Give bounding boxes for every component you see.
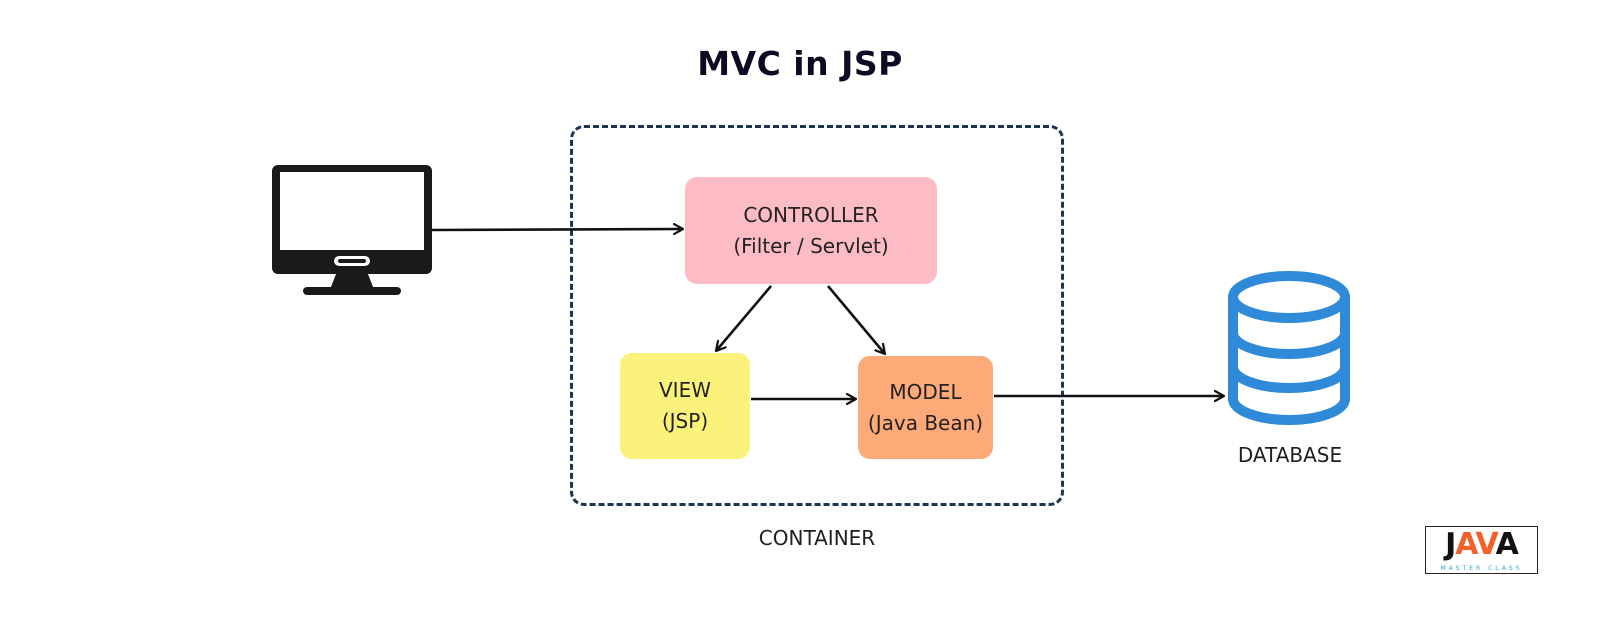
controller-node: CONTROLLER (Filter / Servlet) [685, 177, 937, 284]
container-label: CONTAINER [758, 526, 876, 550]
diagram-title: MVC in JSP [697, 44, 903, 83]
controller-subtitle: (Filter / Servlet) [733, 233, 889, 258]
database-icon [1228, 271, 1350, 425]
controller-title: CONTROLLER [743, 202, 879, 227]
model-subtitle: (Java Bean) [867, 410, 984, 435]
model-title: MODEL [889, 379, 962, 404]
view-node: VIEW (JSP) [620, 353, 750, 459]
container-boundary [570, 125, 1064, 506]
view-subtitle: (JSP) [661, 409, 709, 433]
monitor-icon [272, 165, 432, 295]
view-title: VIEW [659, 378, 711, 402]
database-label: DATABASE [1237, 443, 1343, 467]
java-master-class-logo: JAVA MASTER CLASS [1425, 526, 1538, 574]
logo-word: JAVA [1445, 527, 1519, 562]
model-node: MODEL (Java Bean) [858, 356, 993, 459]
logo-chevron-letters: AV [1455, 527, 1496, 562]
logo-subtitle: MASTER CLASS [1440, 565, 1523, 572]
